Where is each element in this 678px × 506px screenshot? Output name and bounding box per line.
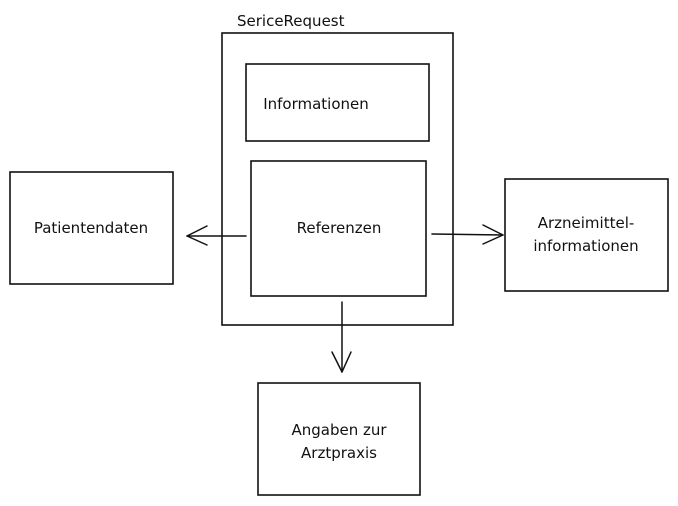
- arrow-line-right: [431, 233, 504, 236]
- arztpraxis-node: Angaben zur Arztpraxis: [257, 382, 421, 496]
- arrow-head-down: [331, 351, 352, 373]
- arrow-to-arztpraxis: [331, 301, 352, 373]
- informationen-node: Informationen: [245, 63, 430, 142]
- arzneimittel-node: Arzneimittel- informationen: [504, 178, 669, 292]
- service-request-label: SericeRequest: [237, 12, 345, 30]
- arrow-to-patientendaten: [186, 225, 247, 246]
- referenzen-node: Referenzen: [250, 160, 427, 297]
- patientendaten-box: [9, 171, 174, 285]
- arzneimittel-label-line1: Arzneimittel-: [538, 214, 635, 232]
- arzneimittel-box: [504, 178, 669, 292]
- arrow-head-left: [186, 225, 208, 246]
- patientendaten-label: Patientendaten: [34, 219, 148, 237]
- arztpraxis-label-line2: Arztpraxis: [301, 444, 377, 462]
- arrow-head-right: [482, 224, 504, 245]
- arrow-to-arzneimittel: [431, 224, 504, 245]
- informationen-box: [245, 63, 430, 142]
- arztpraxis-label-line1: Angaben zur: [291, 421, 387, 439]
- informationen-label: Informationen: [263, 95, 369, 113]
- referenzen-box: [250, 160, 427, 297]
- referenzen-label: Referenzen: [297, 219, 382, 237]
- patientendaten-node: Patientendaten: [9, 171, 174, 285]
- arzneimittel-label-line2: informationen: [533, 237, 638, 255]
- arztpraxis-box: [257, 382, 421, 496]
